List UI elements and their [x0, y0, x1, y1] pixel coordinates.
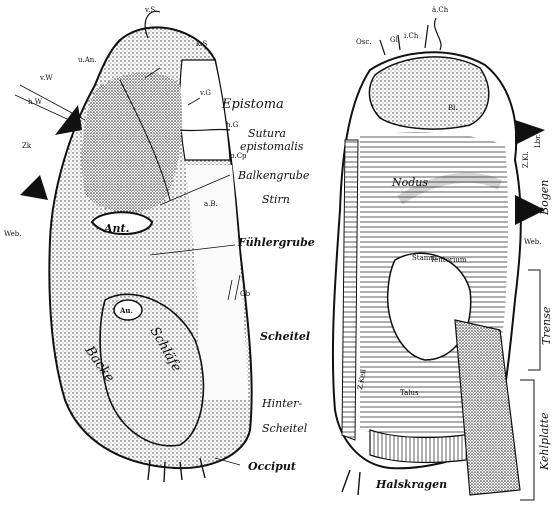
label-au: Au. — [119, 306, 133, 315]
abbr-hw: h.W — [28, 98, 43, 106]
abbr-vs: v.S — [144, 6, 155, 14]
label-epistoma: Epistoma — [221, 97, 284, 112]
label-hinterscheitel-1: Hinter- — [261, 397, 302, 410]
frontal-dense-region — [82, 72, 182, 212]
label-ant: Ant. — [103, 222, 130, 235]
label-stirn: Stirn — [262, 193, 290, 206]
abbr-gb: Gb — [240, 290, 251, 298]
abbr-ks: k.S — [196, 40, 207, 48]
label-fuehlergrube: Fühlergrube — [237, 236, 315, 249]
abbr-uan: u.An. — [78, 56, 97, 64]
label-halskragen: Halskragen — [375, 478, 447, 491]
label-kehlplatte: Kehlplatte — [538, 412, 551, 471]
label-bogen: Bogen — [538, 180, 551, 216]
label-epistomalis: epistomalis — [240, 140, 304, 153]
kehlplatte-brace — [520, 380, 534, 500]
label-tentorium: Tentorium — [430, 256, 467, 264]
right-margin-band — [342, 140, 358, 440]
abbr-vg: v.G — [199, 89, 211, 97]
abbr-web-right: Web. — [524, 238, 541, 246]
abbr-zkl: Z.Kl. — [522, 151, 530, 168]
label-hinterscheitel-2: Scheitel — [262, 422, 308, 435]
trense-brace — [528, 270, 540, 370]
abbr-zk: Zk — [22, 142, 32, 150]
label-scheitel: Scheitel — [260, 330, 310, 343]
right-top-cap — [369, 57, 488, 129]
abbr-vw: v.W — [39, 74, 53, 82]
right-bottom-hairs — [342, 470, 360, 495]
label-trense: Trense — [540, 306, 553, 345]
abbr-gl: Gl. — [390, 36, 400, 44]
label-balkengrube: Balkengrube — [237, 169, 310, 182]
abbr-osc: Osc. — [356, 38, 371, 46]
label-sutura: Sutura — [248, 127, 286, 140]
left-mandible — [20, 175, 48, 200]
abbr-lbr: Lbr. — [534, 134, 542, 148]
abbr-ach: ä.Ch — [432, 6, 449, 14]
abbr-web-left: Web. — [4, 230, 21, 238]
abbr-bl: Bl. — [448, 104, 458, 112]
abbr-ab: a.B. — [204, 200, 218, 208]
abbr-pcp: p.Cp — [230, 152, 247, 160]
label-nodus: Nodus — [391, 176, 428, 189]
label-talus: Talus — [400, 389, 419, 397]
abbr-ich: i.Ch — [404, 32, 419, 40]
label-occiput: Occiput — [248, 460, 296, 473]
abbr-hg: h.G — [226, 121, 239, 129]
